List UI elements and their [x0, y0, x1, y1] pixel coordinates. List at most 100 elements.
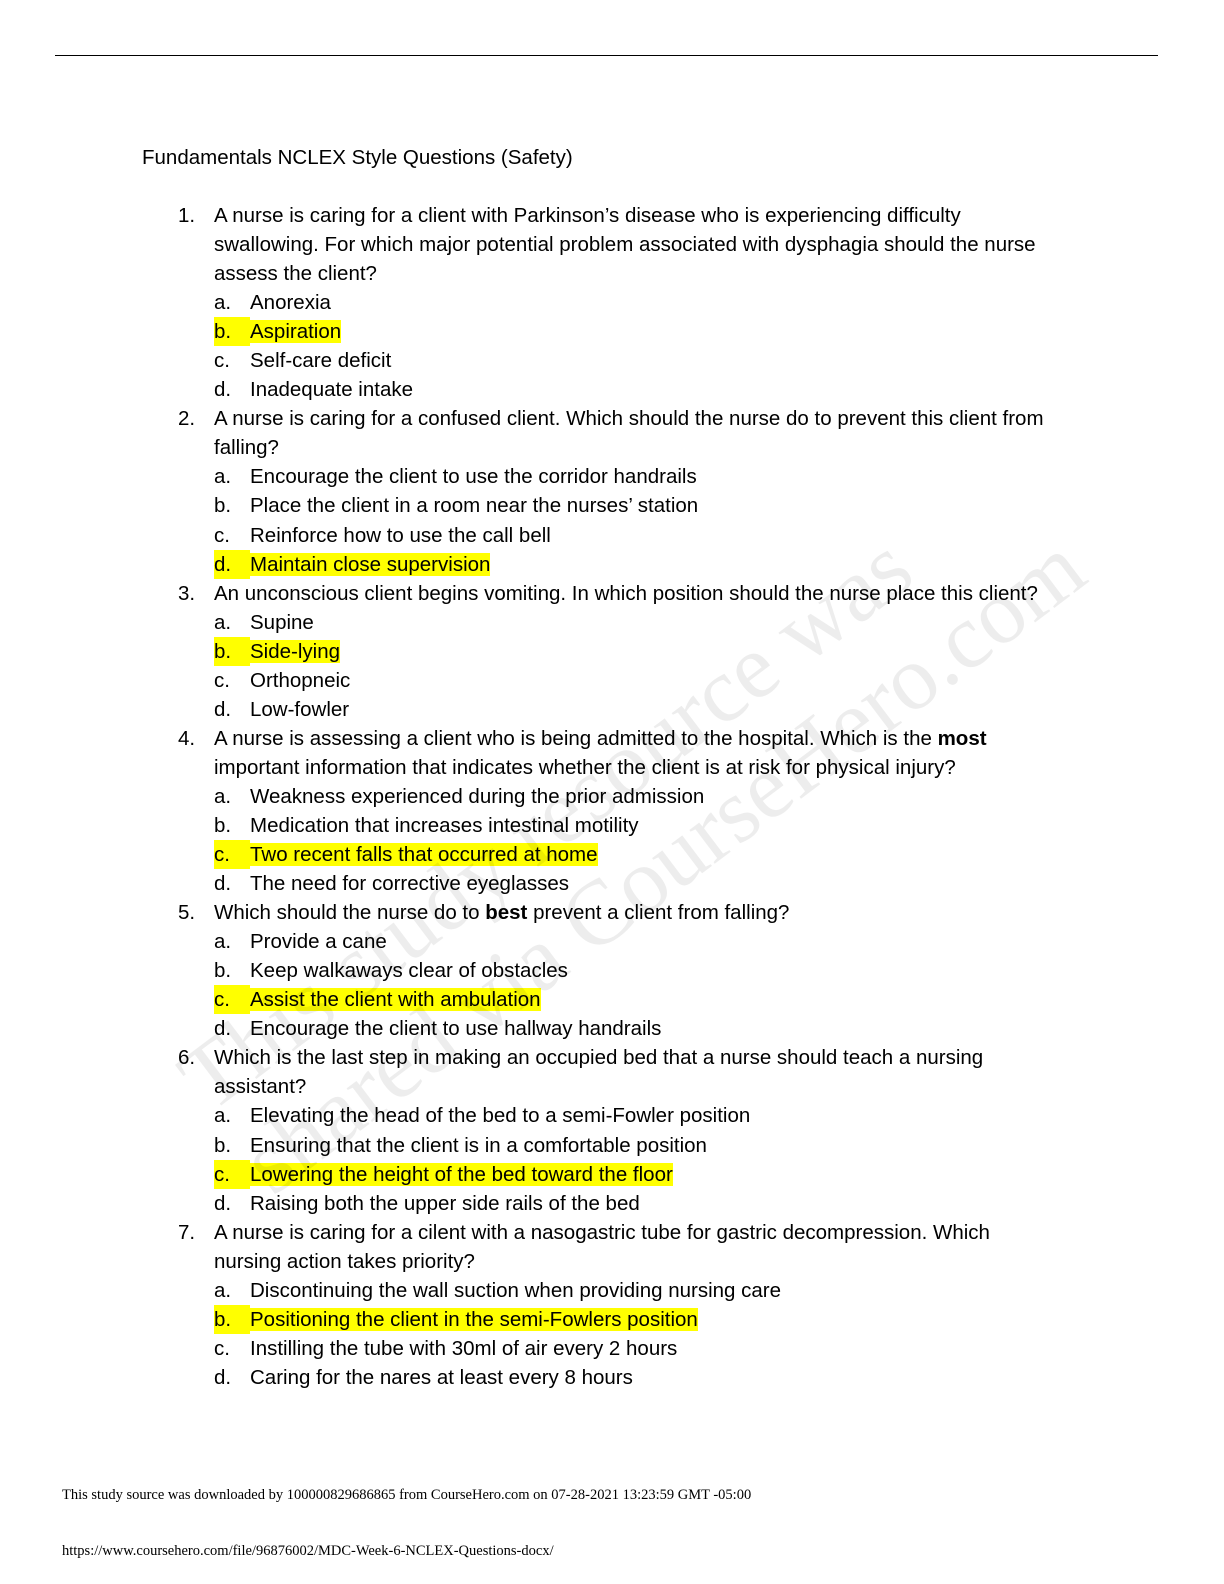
question-text: Which is the last step in making an occu… — [214, 1046, 984, 1099]
answer-option-highlighted: c.Lowering the height of the bed toward … — [214, 1159, 1054, 1189]
option-content: Encourage the client to use hallway hand… — [250, 1017, 661, 1040]
option-text: Medication that increases intestinal mot… — [250, 813, 639, 837]
answer-option: a. Provide a cane — [214, 927, 1054, 956]
question-item: 3.An unconscious client begins vomiting.… — [0, 579, 1054, 724]
question-number: 4. — [178, 726, 196, 750]
option-text: Two recent falls that occurred at home — [250, 843, 598, 867]
option-content: Medication that increases intestinal mot… — [250, 814, 639, 837]
answer-option: a. Supine — [214, 608, 1054, 637]
answer-option: d. Low-fowler — [214, 695, 1054, 724]
question-item: 1.A nurse is caring for a client with Pa… — [0, 201, 1054, 404]
footer-url[interactable]: https://www.coursehero.com/file/96876002… — [62, 1543, 554, 1559]
answer-option: d. Encourage the client to use hallway ha… — [214, 1014, 1054, 1043]
option-content: The need for corrective eyeglasses — [250, 872, 569, 895]
option-content: Aspiration — [250, 320, 342, 344]
option-letter: c. — [214, 668, 230, 692]
answer-option-highlighted: b.Aspiration — [214, 317, 1054, 347]
option-text: Inadequate intake — [250, 378, 413, 402]
option-letter: d. — [214, 1017, 232, 1041]
answer-option-highlighted: d.Maintain close supervision — [214, 549, 1054, 579]
option-letter: b. — [214, 636, 250, 666]
answer-option-highlighted: b.Side-lying — [214, 636, 1054, 666]
option-content: Positioning the client in the semi-Fowle… — [250, 1307, 698, 1331]
option-letter: c. — [214, 1336, 230, 1360]
option-letter: d. — [214, 697, 232, 721]
option-text: Low-fowler — [250, 697, 350, 721]
option-letter: a. — [214, 291, 232, 315]
answer-option: b.Medication that increases intestinal m… — [214, 811, 1054, 840]
answer-option: c. Instilling the tube with 30ml of air e… — [214, 1334, 1054, 1363]
option-text: Anorexia — [250, 291, 331, 315]
option-letter: c. — [214, 1159, 250, 1189]
question-item: 7.A nurse is caring for a cilent with a … — [0, 1218, 1054, 1392]
option-content: Provide a cane — [250, 930, 387, 953]
option-text: Discontinuing the wall suction when prov… — [250, 1278, 782, 1302]
answer-option: a.Elevating the head of the bed to a sem… — [214, 1101, 1054, 1130]
option-text: Instilling the tube with 30ml of air eve… — [250, 1336, 678, 1360]
option-content: Anorexia — [250, 291, 331, 314]
option-content: Two recent falls that occurred at home — [250, 843, 598, 867]
option-letter: a. — [214, 610, 232, 634]
answer-option: c.Self-care deficit — [214, 346, 1054, 375]
question-text-part: A nurse is assessing a client who is bei… — [214, 726, 938, 750]
option-letter: a. — [214, 930, 232, 954]
option-letter: a. — [214, 784, 232, 808]
answer-option: d. The need for corrective eyeglasses — [214, 869, 1054, 898]
footer-download-note: This study source was downloaded by 1000… — [62, 1487, 752, 1503]
document-title: Fundamentals NCLEX Style Questions (Safe… — [142, 146, 573, 169]
option-letter: a. — [214, 1278, 232, 1302]
answer-option: d. Raising both the upper side rails of t… — [214, 1189, 1054, 1218]
option-text: Aspiration — [250, 320, 342, 344]
answer-option: b.Ensuring that the client is in a comfo… — [214, 1131, 1054, 1160]
option-letter: d. — [214, 1365, 232, 1389]
answer-option: a. Discontinuing the wall suction when pr… — [214, 1276, 1054, 1305]
option-letter: b. — [214, 959, 232, 983]
answer-option: b.Keep walkaways clear of obstacles — [214, 956, 1054, 985]
question-item: 4. A nurse is assessing a client who is b… — [0, 724, 1054, 898]
question-text-part: Which should the nurse do to — [214, 901, 486, 925]
option-content: Inadequate intake — [250, 378, 413, 401]
option-text: Assist the client with ambulation — [250, 988, 541, 1012]
option-letter: c. — [214, 985, 250, 1015]
option-content: Caring for the nares at least every 8 ho… — [250, 1366, 633, 1389]
option-letter: d. — [214, 1191, 232, 1215]
option-content: Supine — [250, 611, 314, 634]
option-text: The need for corrective eyeglasses — [250, 872, 570, 896]
option-content: Place the client in a room near the nurs… — [250, 494, 698, 517]
question-text-part: important information that indicates whe… — [214, 755, 956, 779]
option-letter: a. — [214, 1104, 232, 1128]
option-text: Reinforce how to use the call bell — [250, 523, 551, 547]
question-text: A nurse is caring for a cilent with a na… — [214, 1220, 990, 1273]
answer-option: d. Inadequate intake — [214, 375, 1054, 404]
question-text: An unconscious client begins vomiting. I… — [214, 581, 1038, 605]
top-rule — [55, 55, 1158, 56]
option-text: Encourage the client to use the corridor… — [250, 465, 697, 489]
question-text-part: prevent a client from falling? — [527, 901, 790, 925]
option-text: Ensuring that the client is in a comfort… — [250, 1133, 707, 1157]
option-letter: d. — [214, 378, 232, 402]
option-text: Raising both the upper side rails of the… — [250, 1191, 640, 1215]
option-letter: d. — [214, 872, 232, 896]
answer-option: d. Caring for the nares at least every 8 … — [214, 1363, 1054, 1392]
option-content: Raising both the upper side rails of the… — [250, 1192, 640, 1215]
question-list: 1.A nurse is caring for a client with Pa… — [0, 201, 1224, 1392]
option-letter: c. — [214, 349, 230, 373]
option-letter: c. — [214, 523, 230, 547]
answer-option-highlighted: c.Two recent falls that occurred at home — [214, 840, 1054, 870]
option-text: Side-lying — [250, 639, 341, 663]
option-text: Provide a cane — [250, 930, 387, 954]
option-letter: b. — [214, 494, 232, 518]
option-content: Maintain close supervision — [250, 552, 491, 576]
option-content: Low-fowler — [250, 698, 349, 721]
answer-option: a. Weakness experienced during the prior … — [214, 782, 1054, 811]
answer-option: a.Encourage the client to use the corrid… — [214, 462, 1054, 491]
option-text: Positioning the client in the semi-Fowle… — [250, 1307, 698, 1331]
option-content: Reinforce how to use the call bell — [250, 524, 551, 547]
option-text: Weakness experienced during the prior ad… — [250, 784, 705, 808]
answer-option: c. Reinforce how to use the call bell — [214, 521, 1054, 550]
question-number: 5. — [178, 901, 196, 925]
option-content: Side-lying — [250, 639, 341, 663]
option-text: Supine — [250, 610, 314, 634]
question-item: 2.A nurse is caring for a confused clien… — [0, 404, 1054, 579]
option-text: Encourage the client to use hallway hand… — [250, 1017, 662, 1041]
